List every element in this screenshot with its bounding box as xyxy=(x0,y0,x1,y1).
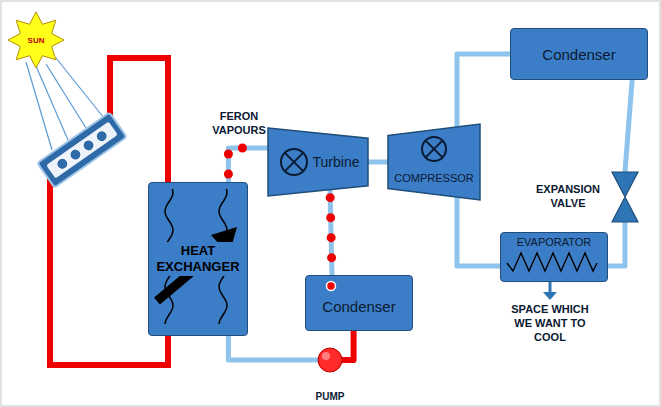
sun-star: SUN xyxy=(8,12,64,68)
pipe xyxy=(457,54,510,127)
flow-dot xyxy=(224,170,233,179)
flow-dot xyxy=(327,253,336,262)
hot-water-pipe xyxy=(110,58,168,182)
solar-collector xyxy=(37,112,126,187)
node-label: COMPRESSOR xyxy=(394,172,473,184)
compressor-symbol: COMPRESSOR xyxy=(388,124,480,200)
node-shape xyxy=(530,172,642,222)
pipe xyxy=(457,197,500,266)
flow-dot xyxy=(327,233,336,242)
node-label: Turbine xyxy=(313,154,360,170)
evaporator-box: EVAPORATOR xyxy=(500,232,608,282)
node-label: EVAPORATOR xyxy=(517,236,592,248)
turbine-symbol: Turbine xyxy=(268,128,368,196)
pipe xyxy=(608,222,625,266)
node-label: EXPANSION VALVE xyxy=(530,183,606,211)
expansion-valve: EXPANSION VALVE xyxy=(530,172,642,222)
stream-label: FERON VAPOURS xyxy=(200,110,278,138)
flow-dot xyxy=(224,150,233,159)
condenser-box: Condenser xyxy=(305,275,413,331)
pipe xyxy=(342,331,354,360)
pipe xyxy=(368,160,388,165)
heat-exchanger-box: HEAT EXCHANGER xyxy=(148,182,248,336)
cooling-arrow xyxy=(543,279,557,300)
node-label: SUN xyxy=(28,36,45,45)
node-shape xyxy=(388,124,480,200)
pipe xyxy=(228,336,318,360)
space-label: SPACE WHICH WE WANT TO COOL xyxy=(503,303,597,344)
pump-symbol: PUMP xyxy=(300,346,360,402)
pipe xyxy=(228,148,268,182)
node-label: PUMP xyxy=(316,391,345,402)
node-label: HEAT EXCHANGER xyxy=(153,242,243,275)
flow-dot xyxy=(238,143,247,152)
pipe xyxy=(625,80,632,172)
flow-dots xyxy=(224,143,247,178)
flow-dot xyxy=(326,213,335,222)
flow-dot xyxy=(326,193,335,202)
node-label: Condenser xyxy=(542,46,615,63)
node-label: Condenser xyxy=(322,298,395,315)
flow-dots xyxy=(326,193,336,262)
condenser-box: Condenser xyxy=(510,28,648,80)
pipe xyxy=(330,190,332,275)
